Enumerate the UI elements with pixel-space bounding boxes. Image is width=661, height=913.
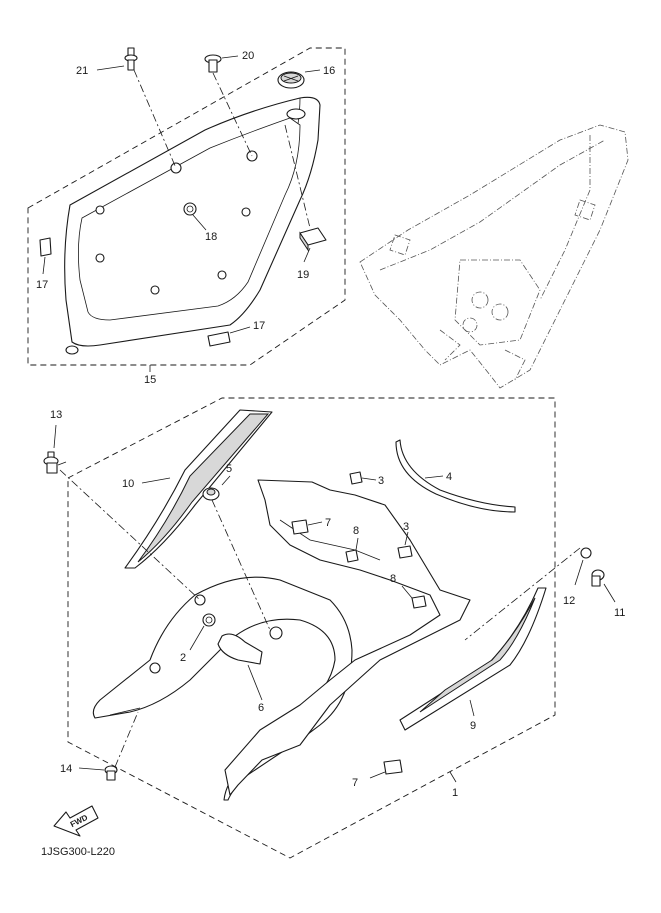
- callout-8b: 8: [390, 573, 396, 585]
- part-1-side-cover: [92, 576, 353, 801]
- callout-14: 14: [60, 763, 72, 775]
- part-16-grommet: [277, 71, 305, 89]
- part-17-pad-right: [207, 331, 231, 347]
- part-20-screw: [204, 54, 222, 73]
- callout-17b: 17: [253, 320, 265, 332]
- part-10-panel: [124, 409, 273, 569]
- callout-20: 20: [242, 50, 254, 62]
- callout-5: 5: [226, 463, 232, 475]
- part-5-grommet: [202, 487, 220, 501]
- part-9-panel: [399, 587, 547, 731]
- callout-1: 1: [452, 787, 458, 799]
- part-8-pad-b: [411, 595, 427, 609]
- fwd-arrow-icon: FWD: [53, 805, 99, 837]
- callout-8a: 8: [353, 525, 359, 537]
- callout-21: 21: [76, 65, 88, 77]
- diagram-code: 1JSG300-L220: [41, 846, 115, 858]
- part-2-nut: [202, 613, 216, 627]
- part-7-pad-b: [383, 759, 403, 775]
- assembly-boundary-15: [27, 47, 346, 366]
- part-4-strip: [395, 439, 516, 513]
- part-15-cover: [64, 96, 321, 355]
- callout-9: 9: [470, 720, 476, 732]
- part-14-screw: [104, 765, 118, 781]
- assembly-boundary-1: [67, 397, 556, 859]
- part-13-fastener: [43, 451, 67, 474]
- callout-18: 18: [205, 231, 217, 243]
- part-3-clip-a: [349, 471, 363, 485]
- callout-7b: 7: [352, 777, 358, 789]
- callout-2: 2: [180, 652, 186, 664]
- part-8-pad-a: [345, 549, 359, 563]
- part-6-bracket: [217, 633, 263, 665]
- part-19-damper: [299, 227, 327, 252]
- callout-6: 6: [258, 702, 264, 714]
- callout-3a: 3: [378, 475, 384, 487]
- callout-19: 19: [297, 269, 309, 281]
- part-12-collar: [580, 547, 592, 559]
- callout-13: 13: [50, 409, 62, 421]
- callout-3b: 3: [403, 521, 409, 533]
- callout-16: 16: [323, 65, 335, 77]
- callout-15: 15: [144, 374, 156, 386]
- callout-11: 11: [614, 607, 625, 619]
- callout-4: 4: [446, 471, 452, 483]
- part-3-clip-b: [397, 545, 413, 559]
- part-18-nut: [183, 202, 197, 216]
- part-7-pad-a: [291, 519, 309, 535]
- part-11-screw: [591, 569, 605, 587]
- callout-7a: 7: [325, 517, 331, 529]
- part-21-bolt: [124, 47, 138, 71]
- callout-12: 12: [563, 595, 575, 607]
- part-17-pad-left: [39, 237, 52, 257]
- callout-10: 10: [122, 478, 134, 490]
- frame-phantom: [359, 124, 629, 389]
- callout-17a: 17: [36, 279, 48, 291]
